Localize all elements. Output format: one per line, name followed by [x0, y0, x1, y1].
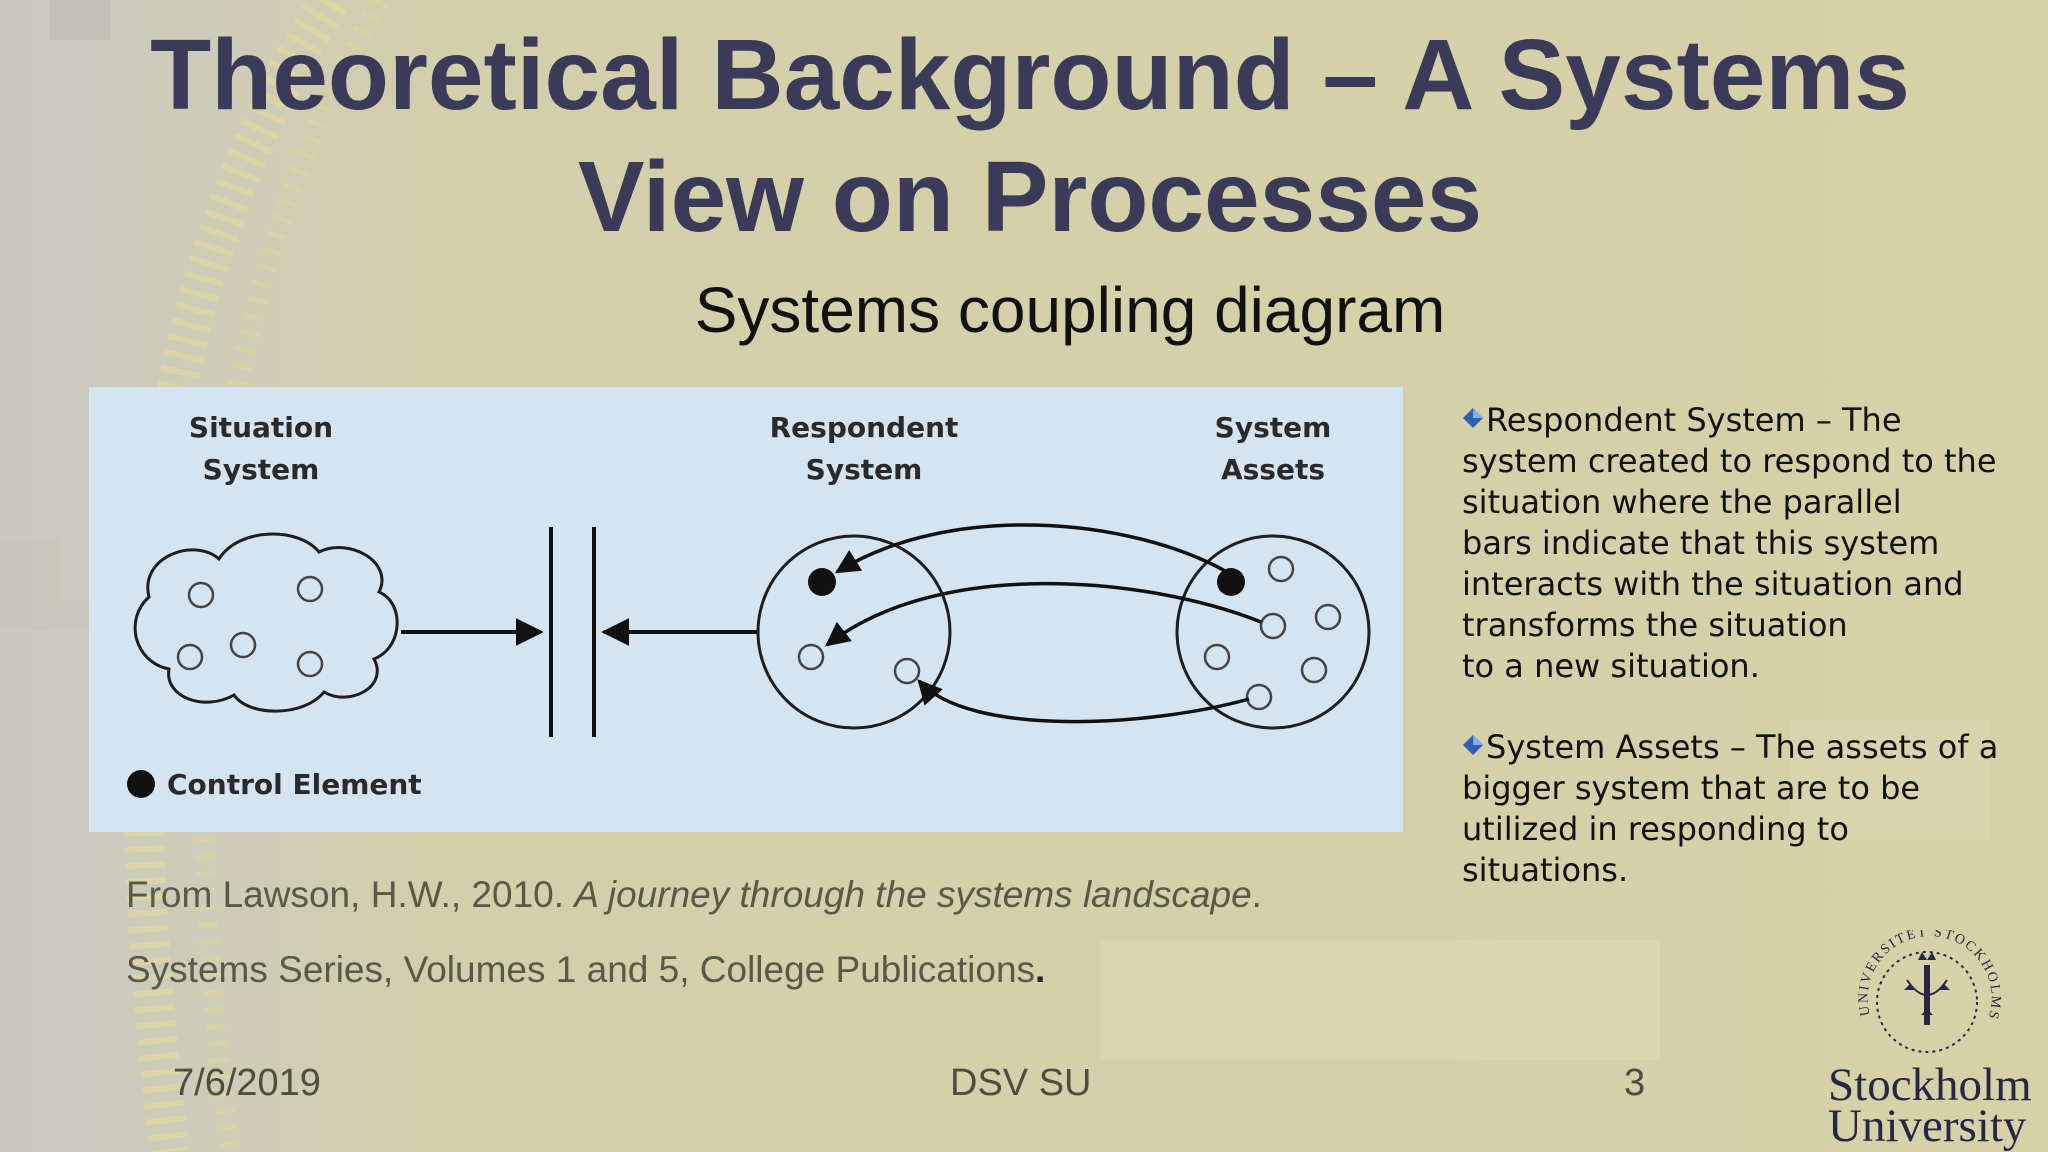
bullet-system-assets: System Assets – The assets of a bigger s… [1462, 727, 2022, 891]
respondent-system-label-2: System [806, 453, 923, 486]
bullet-line: utilized in responding to [1462, 810, 1849, 848]
assets-to-respondent-lower-arrow [917, 679, 1250, 724]
situation-element [176, 643, 204, 671]
system-assets-circle [1175, 534, 1371, 730]
footer-date: 7/6/2019 [173, 1062, 321, 1104]
situation-element [296, 575, 324, 603]
respondent-element [797, 643, 825, 671]
reference-period: . [1035, 949, 1046, 990]
reference-line-2: Systems Series, Volumes 1 and 5, College… [126, 947, 1045, 993]
situation-system-cloud [133, 532, 399, 713]
system-assets-label-2: Assets [1221, 453, 1325, 486]
reference-title: A journey through the systems landscape [574, 874, 1252, 915]
bullet-line: transforms the situation [1462, 606, 1848, 644]
asset-element [1203, 643, 1231, 671]
diagram-background [89, 387, 1403, 832]
slide-number: 3 [1624, 1062, 1646, 1104]
reference-line-1: From Lawson, H.W., 2010. A journey throu… [126, 872, 1262, 918]
respondent-system-label-1: Respondent [770, 411, 959, 444]
system-assets-label-1: System [1215, 411, 1332, 444]
reference-prefix: From Lawson, H.W., 2010. [126, 874, 575, 915]
blue-diamond-icon [1463, 735, 1483, 755]
situation-system-label-1: Situation [189, 411, 333, 444]
situation-system-label-2: System [203, 453, 320, 486]
slide-title-line-1: Theoretical Background – A Systems [150, 19, 1910, 131]
slide-subtitle: Systems coupling diagram [694, 274, 1446, 346]
reference-publisher: Systems Series, Volumes 1 and 5, College… [126, 949, 1036, 990]
stockholm-university-seal-icon: UNIVERSITET STOCKHOLMS [1857, 930, 2001, 1053]
blue-diamond-icon [1463, 408, 1483, 428]
asset-element [1259, 612, 1287, 640]
control-element-legend-icon [127, 770, 155, 798]
bullet-line: bigger system that are to be [1462, 769, 1921, 807]
logo-name-line-1: Stockholm [1828, 1059, 2032, 1111]
assets-to-respondent-control-arrow [834, 523, 1228, 574]
bullet-line: System Assets – The assets of a [1486, 728, 1999, 766]
situation-element [187, 581, 215, 609]
asset-element [1314, 603, 1342, 631]
systems-coupling-diagram: Situation System Respondent System Syste… [89, 387, 1403, 832]
bullet-line: system created to respond to the [1462, 442, 1997, 480]
respondent-element [893, 657, 921, 685]
bullet-line: bars indicate that this system [1462, 524, 1940, 562]
asset-element [1267, 555, 1295, 583]
bullet-line: to a new situation. [1462, 647, 1760, 685]
bullet-line: interacts with the situation and [1462, 565, 1964, 603]
footer-center-text: DSV SU [950, 1062, 1092, 1104]
respondent-control-element [808, 568, 836, 596]
assets-control-element [1217, 568, 1245, 596]
situation-element [229, 631, 257, 659]
logo-name-line-2: University [1828, 1100, 2027, 1152]
bullet-line: situations. [1462, 851, 1629, 889]
situation-element [296, 650, 324, 678]
asset-element [1300, 656, 1328, 684]
bullet-line: situation where the parallel [1462, 483, 1902, 521]
asset-element [1245, 683, 1273, 711]
reference-period: . [1251, 874, 1262, 915]
slide-title-line-2: View on Processes [577, 141, 1483, 253]
assets-to-respondent-element-arrow [825, 581, 1262, 647]
control-element-legend-label: Control Element [167, 768, 422, 801]
respondent-system-circle [756, 534, 952, 730]
bullet-respondent-system: Respondent System – The system created t… [1462, 400, 2022, 687]
bullet-line: Respondent System – The [1486, 401, 1902, 439]
